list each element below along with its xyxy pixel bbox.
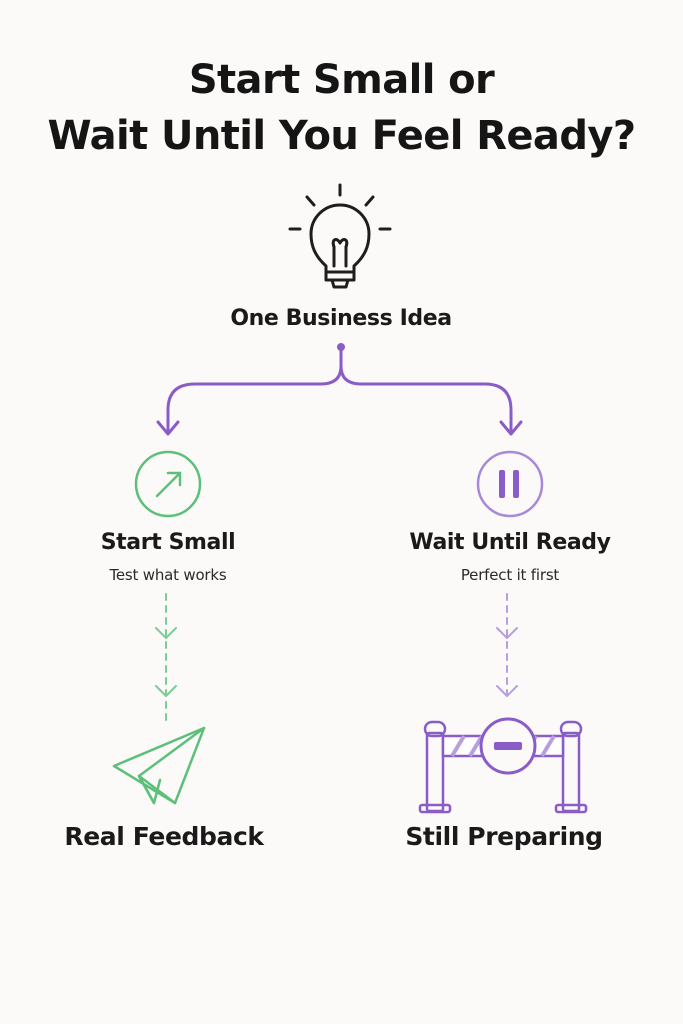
left-branch-subtitle: Test what works (109, 566, 227, 584)
paper-plane-icon (112, 726, 206, 805)
root-label: One Business Idea (230, 306, 452, 331)
barrier-icon (418, 717, 588, 814)
pause-icon (476, 450, 544, 518)
branch-connector (156, 343, 523, 436)
right-branch-title: Wait Until Ready (409, 530, 611, 555)
left-branch-title: Start Small (100, 530, 236, 555)
lightbulb-icon (288, 183, 392, 289)
right-dashed-path (496, 593, 518, 701)
right-outcome-label: Still Preparing (405, 822, 603, 851)
title-line-1: Start Small or (188, 57, 495, 103)
left-dashed-path (155, 593, 177, 727)
page-title: Start Small or Wait Until You Feel Ready… (0, 52, 683, 164)
right-branch-subtitle: Perfect it first (460, 566, 560, 584)
left-outcome-label: Real Feedback (64, 822, 264, 851)
title-line-2: Wait Until You Feel Ready? (47, 113, 636, 159)
arrow-up-right-icon (134, 450, 202, 518)
